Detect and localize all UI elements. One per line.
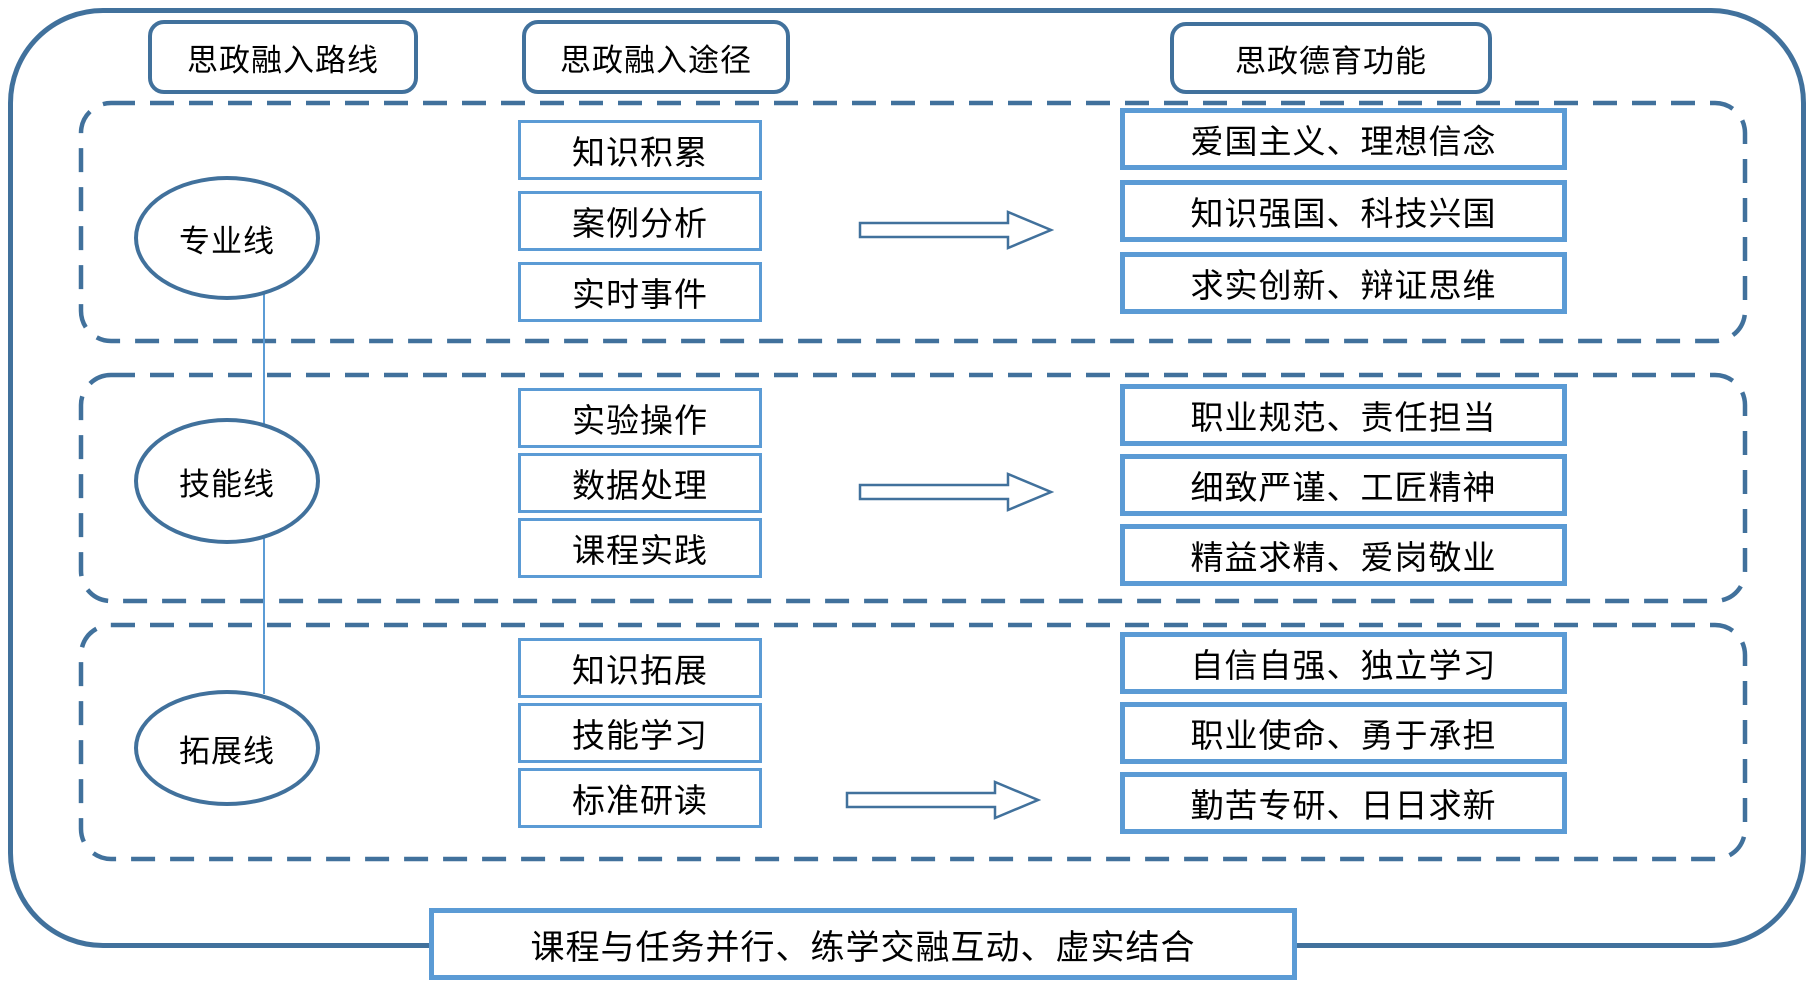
function-box: 细致严谨、工匠精神 [1120, 454, 1567, 516]
pathway-box: 标准研读 [518, 768, 762, 828]
ellipse-expansion-line: 拓展线 [134, 690, 320, 806]
pathway-box: 数据处理 [518, 453, 762, 513]
header-pathway: 思政融入途径 [522, 20, 790, 94]
function-box: 精益求精、爱岗敬业 [1120, 524, 1567, 586]
pathway-box: 知识拓展 [518, 638, 762, 698]
header-route: 思政融入路线 [148, 20, 418, 94]
function-box: 求实创新、辩证思维 [1120, 252, 1567, 314]
function-box: 勤苦专研、日日求新 [1120, 772, 1567, 834]
function-box: 职业规范、责任担当 [1120, 384, 1567, 446]
pathway-box: 实时事件 [518, 262, 762, 322]
function-box: 职业使命、勇于承担 [1120, 702, 1567, 764]
row2-dashed-border [78, 372, 1748, 604]
pathway-box: 技能学习 [518, 703, 762, 763]
ellipse-professional-line: 专业线 [134, 176, 320, 300]
header-function: 思政德育功能 [1170, 22, 1492, 94]
right-arrow-icon [858, 208, 1055, 252]
pathway-box: 课程实践 [518, 518, 762, 578]
function-box: 知识强国、科技兴国 [1120, 180, 1567, 242]
function-box: 自信自强、独立学习 [1120, 632, 1567, 694]
row1-dashed-border [78, 100, 1748, 344]
pathway-box: 案例分析 [518, 191, 762, 251]
function-box: 爱国主义、理想信念 [1120, 108, 1567, 170]
ellipse-skill-line: 技能线 [134, 418, 320, 544]
row3-dashed-border [78, 622, 1748, 862]
right-arrow-icon [845, 778, 1042, 822]
footer-summary-box: 课程与任务并行、练学交融互动、虚实结合 [429, 908, 1297, 980]
pathway-box: 实验操作 [518, 388, 762, 448]
pathway-box: 知识积累 [518, 120, 762, 180]
right-arrow-icon [858, 470, 1055, 514]
